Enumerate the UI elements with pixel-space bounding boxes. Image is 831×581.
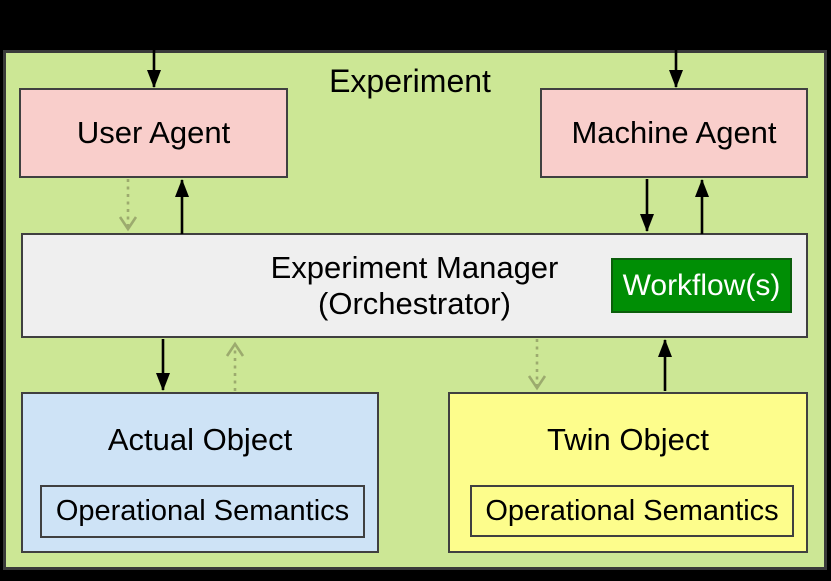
user-agent-label: User Agent: [76, 115, 231, 150]
twin-operational-semantics-box: Operational Semantics: [470, 485, 794, 537]
experiment-manager-label-line2: (Orchestrator): [318, 285, 511, 321]
actual-operational-semantics-label: Operational Semantics: [55, 495, 350, 527]
twin-object-label: Twin Object: [547, 422, 709, 457]
workflow-label: Workflow(s): [622, 268, 781, 302]
experiment-manager-label-line1: Experiment Manager: [270, 249, 559, 285]
machine-agent-box: Machine Agent: [540, 88, 808, 178]
twin-operational-semantics-label: Operational Semantics: [485, 494, 779, 527]
experiment-manager-box: Experiment Manager (Orchestrator): [21, 233, 808, 338]
twin-object-box: Twin Object Operational Semantics: [448, 392, 808, 553]
user-agent-box: User Agent: [19, 88, 288, 178]
actual-object-label: Actual Object: [107, 422, 293, 457]
actual-object-box: Actual Object Operational Semantics: [21, 392, 379, 553]
workflow-box: Workflow(s): [611, 258, 792, 313]
experiment-title: Experiment: [329, 63, 491, 99]
machine-agent-label: Machine Agent: [571, 115, 777, 150]
actual-operational-semantics-box: Operational Semantics: [40, 485, 365, 538]
